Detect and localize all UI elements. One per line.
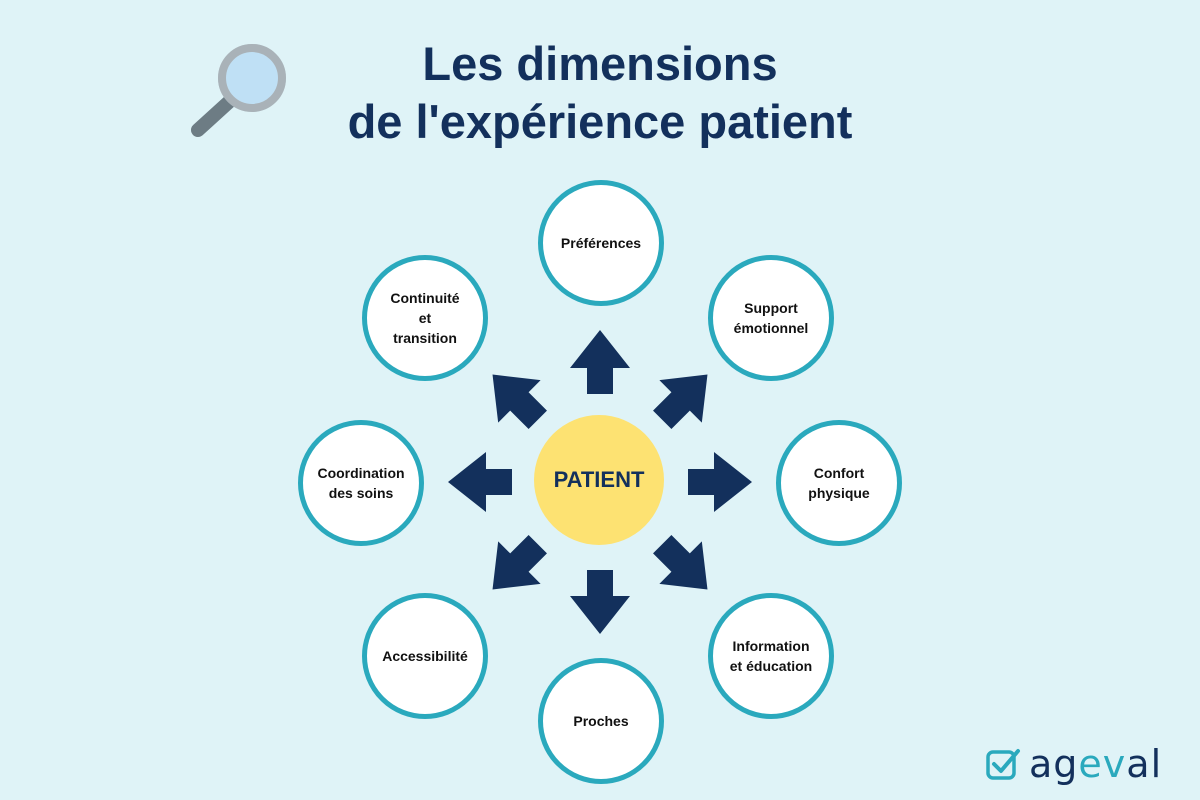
page-title: Les dimensions de l'expérience patient — [250, 35, 950, 151]
node-preferences: Préférences — [538, 180, 664, 306]
node-continuite-transition: Continuité et transition — [362, 255, 488, 381]
node-coordination-soins: Coordination des soins — [298, 420, 424, 546]
node-coordination-soins-line-1: Coordination — [317, 465, 405, 481]
arrow-to-information-education — [653, 535, 708, 590]
node-continuite-transition-line-1: Continuité et — [390, 290, 460, 326]
node-preferences-line-1: Préférences — [560, 235, 642, 251]
node-proches-line-1: Proches — [573, 713, 629, 729]
arrow-to-support-emotionnel — [653, 374, 708, 429]
magnifier-icon — [191, 44, 286, 137]
arrow-to-accessibilite — [492, 535, 547, 590]
logo-part-3: al — [1126, 742, 1163, 786]
node-support-emotionnel-line-1: Support — [744, 300, 798, 316]
node-information-education: Information et éducation — [708, 593, 834, 719]
arrow-to-proches — [570, 570, 630, 634]
node-support-emotionnel-line-2: émotionnel — [733, 320, 809, 336]
patient-center-node: PATIENT — [534, 415, 664, 545]
node-continuite-transition-line-2: transition — [393, 330, 457, 346]
node-support-emotionnel: Support émotionnel — [708, 255, 834, 381]
logo-wordmark: ageval — [1029, 744, 1162, 784]
arrow-to-coordination-soins — [448, 452, 512, 512]
logo-part-2: ev — [1078, 742, 1127, 786]
title-line-2: de l'expérience patient — [347, 95, 853, 148]
node-accessibilite-line-1: Accessibilité — [382, 648, 468, 664]
node-confort-physique-line-1: Confort — [813, 465, 865, 481]
patient-label: PATIENT — [553, 467, 645, 492]
arrow-to-continuite-transition — [492, 374, 547, 429]
node-proches: Proches — [538, 658, 664, 784]
node-confort-physique: Confort physique — [776, 420, 902, 546]
ageval-logo: ageval — [985, 742, 1185, 786]
node-coordination-soins-line-2: des soins — [328, 485, 394, 501]
title-line-1: Les dimensions — [422, 37, 778, 90]
logo-part-1: ag — [1029, 742, 1079, 786]
arrow-to-confort-physique — [688, 452, 752, 512]
node-accessibilite: Accessibilité — [362, 593, 488, 719]
arrow-to-preferences — [570, 330, 630, 394]
node-confort-physique-line-2: physique — [808, 485, 870, 501]
node-information-education-line-1: Information — [732, 638, 810, 654]
node-information-education-line-2: et éducation — [729, 658, 813, 674]
checkbox-check-icon — [986, 749, 1020, 780]
